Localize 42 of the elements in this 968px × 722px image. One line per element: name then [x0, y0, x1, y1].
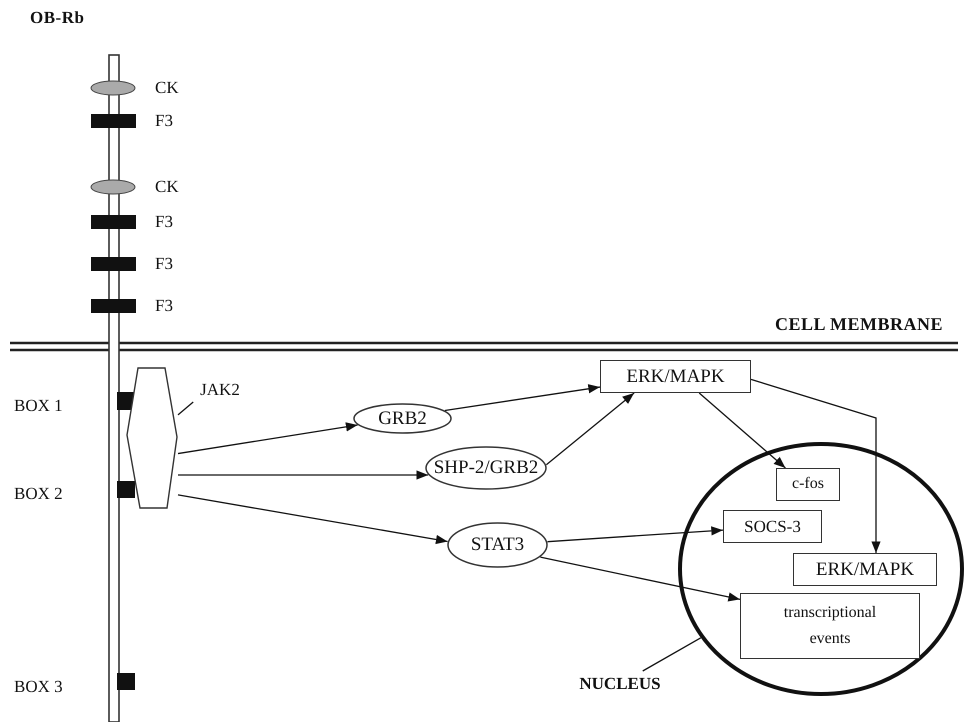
domain-label: CK [155, 177, 179, 197]
leader-line [178, 402, 194, 416]
domain-label: F3 [155, 212, 173, 232]
domain-label: CK [155, 78, 179, 98]
motif-label: BOX 3 [14, 677, 63, 697]
protein-ellipse [353, 403, 452, 434]
domain-label: F3 [155, 296, 173, 316]
arrow [178, 494, 448, 544]
arrow [444, 384, 600, 412]
label-text: JAK2 [200, 380, 240, 400]
label-text: NUCLEUS [579, 674, 661, 694]
arrow [698, 392, 786, 468]
domain-label: F3 [155, 111, 173, 131]
protein-ellipse [447, 522, 548, 568]
leader-line [642, 637, 702, 672]
molecule-box [776, 468, 840, 501]
molecule-box [723, 510, 822, 543]
arrow [546, 392, 635, 466]
protein-name: OB-Rb [30, 8, 84, 28]
domain-label: F3 [155, 254, 173, 274]
motif-label: BOX 2 [14, 484, 63, 504]
arrow [178, 422, 358, 454]
protein-ellipse [425, 446, 547, 490]
molecule-box [793, 553, 937, 586]
molecule-name: c-fos [792, 475, 824, 494]
molecule-box [600, 360, 751, 393]
molecule-name: ERK/MAPK [816, 558, 914, 580]
molecule-name: ERK/MAPK [626, 366, 725, 388]
molecule-name: STAT3 [470, 534, 524, 556]
arrow [547, 526, 724, 542]
arrow [178, 470, 428, 480]
nucleus-circle [678, 442, 964, 696]
molecule-name: transcriptional events [782, 603, 878, 649]
molecule-name: GRB2 [378, 408, 427, 430]
motif-label: BOX 1 [14, 396, 63, 416]
molecule-name: SHP-2/GRB2 [434, 457, 538, 479]
membrane-label: CELL MEMBRANE [775, 314, 944, 335]
arrow [750, 378, 881, 553]
molecule-name: SOCS-3 [744, 516, 801, 536]
arrow [540, 556, 740, 602]
molecule-box [740, 593, 920, 659]
hexagon-shape [126, 367, 178, 509]
